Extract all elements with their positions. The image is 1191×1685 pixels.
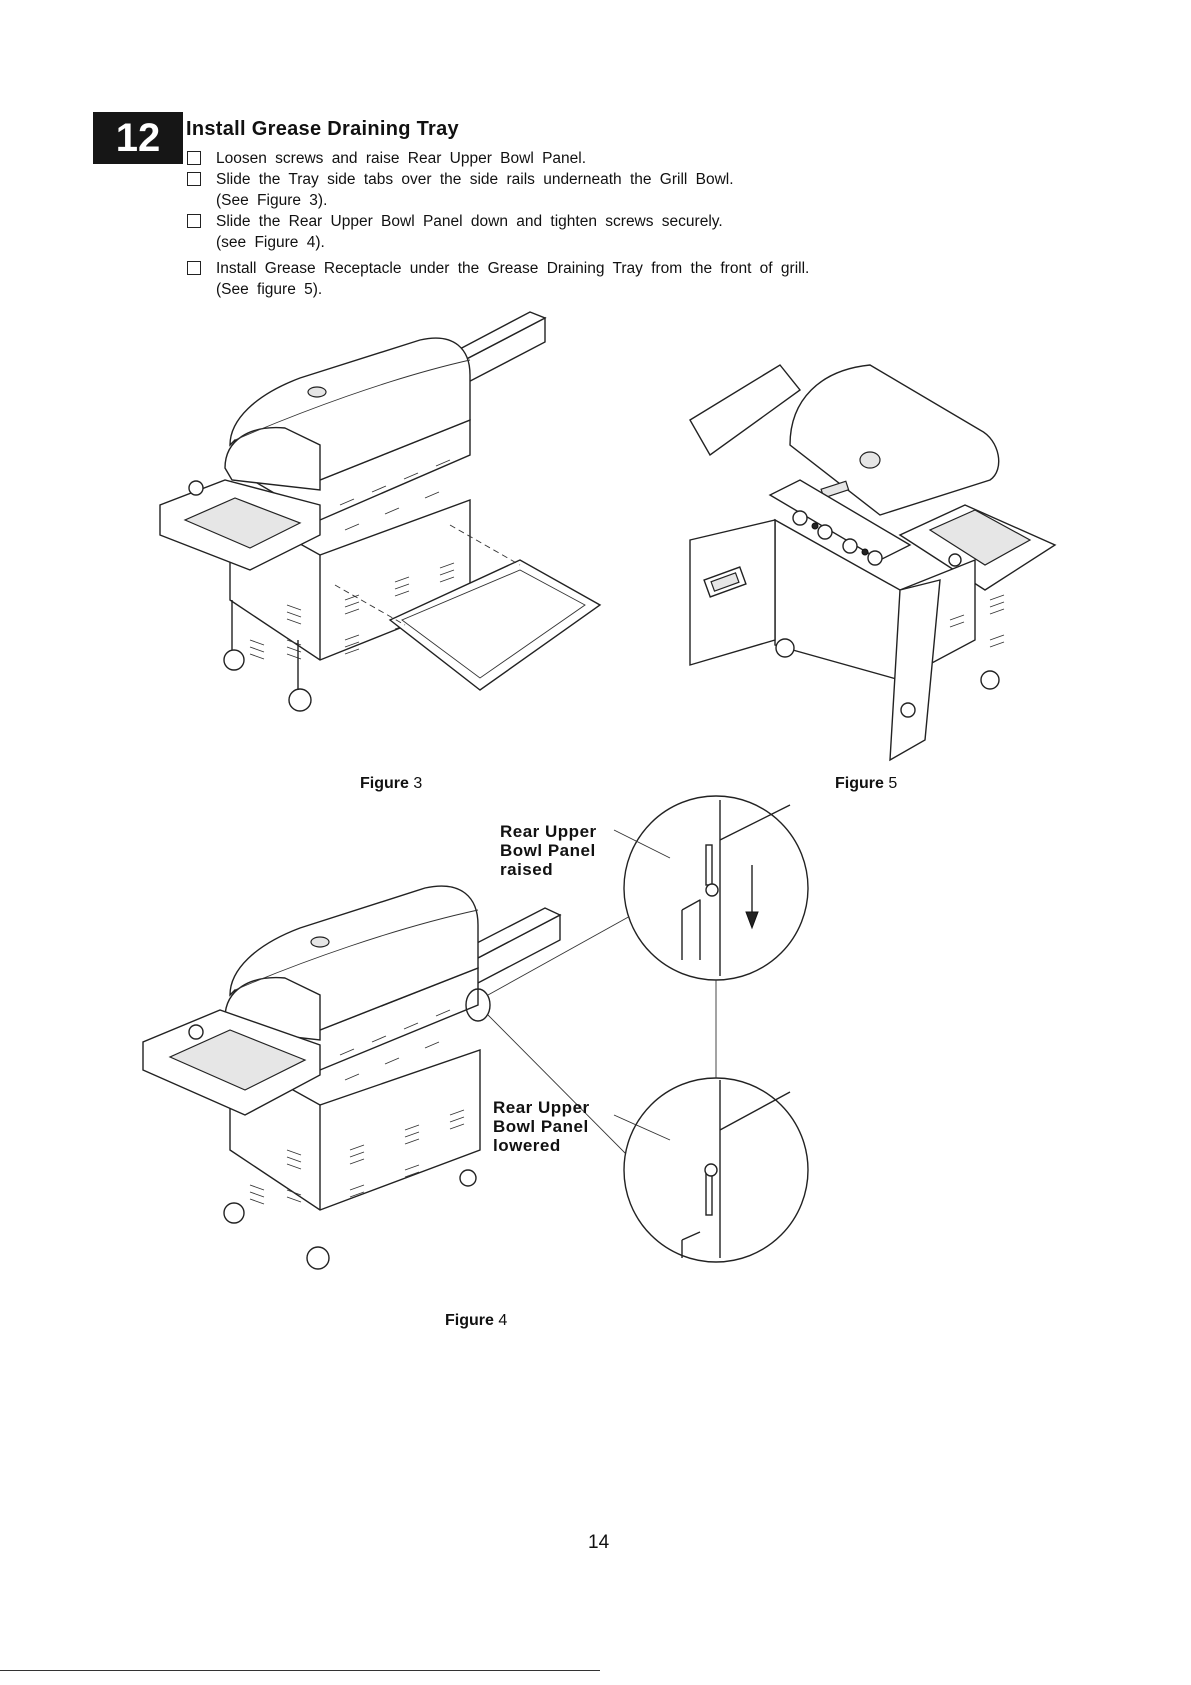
figure-3-grill-illustration xyxy=(159,311,602,712)
figure-3-caption: Figure 3 xyxy=(360,775,423,792)
checkbox-icon xyxy=(187,214,201,228)
instruction-item: Install Grease Receptacle under the Grea… xyxy=(186,258,946,300)
checkbox-icon xyxy=(187,261,201,275)
instruction-text: Slide the Rear Upper Bowl Panel down and… xyxy=(216,213,723,230)
instruction-reference: (See Figure 3). xyxy=(216,192,328,209)
instruction-text: Slide the Tray side tabs over the side r… xyxy=(216,171,734,188)
figure-4-grill-illustration xyxy=(142,885,633,1270)
footer-rule xyxy=(0,1670,600,1671)
figure-5-caption: Figure 5 xyxy=(835,775,898,792)
instruction-item: Loosen screws and raise Rear Upper Bowl … xyxy=(186,148,946,169)
checkbox-icon xyxy=(187,172,201,186)
detail-circle-raised xyxy=(613,795,809,981)
instruction-item: Slide the Rear Upper Bowl Panel down and… xyxy=(186,211,946,253)
figure-5-grill-illustration xyxy=(689,364,1057,762)
instruction-list: Loosen screws and raise Rear Upper Bowl … xyxy=(186,148,946,300)
instruction-text: Install Grease Receptacle under the Grea… xyxy=(216,260,810,277)
page-number: 14 xyxy=(588,1532,610,1553)
step-title: Install Grease Draining Tray xyxy=(186,118,459,140)
checkbox-icon xyxy=(187,151,201,165)
callout-panel-raised: Rear Upper Bowl Panel raised xyxy=(500,822,597,879)
instruction-item: Slide the Tray side tabs over the side r… xyxy=(186,169,946,211)
callout-panel-lowered: Rear Upper Bowl Panel lowered xyxy=(493,1098,590,1155)
instruction-reference: (See figure 5). xyxy=(216,281,323,298)
figure-4-caption: Figure 4 xyxy=(445,1312,508,1329)
detail-circle-lowered xyxy=(613,1077,809,1263)
instruction-reference: (see Figure 4). xyxy=(216,234,325,251)
instruction-text: Loosen screws and raise Rear Upper Bowl … xyxy=(216,150,587,167)
step-number-badge: 12 xyxy=(93,112,183,164)
